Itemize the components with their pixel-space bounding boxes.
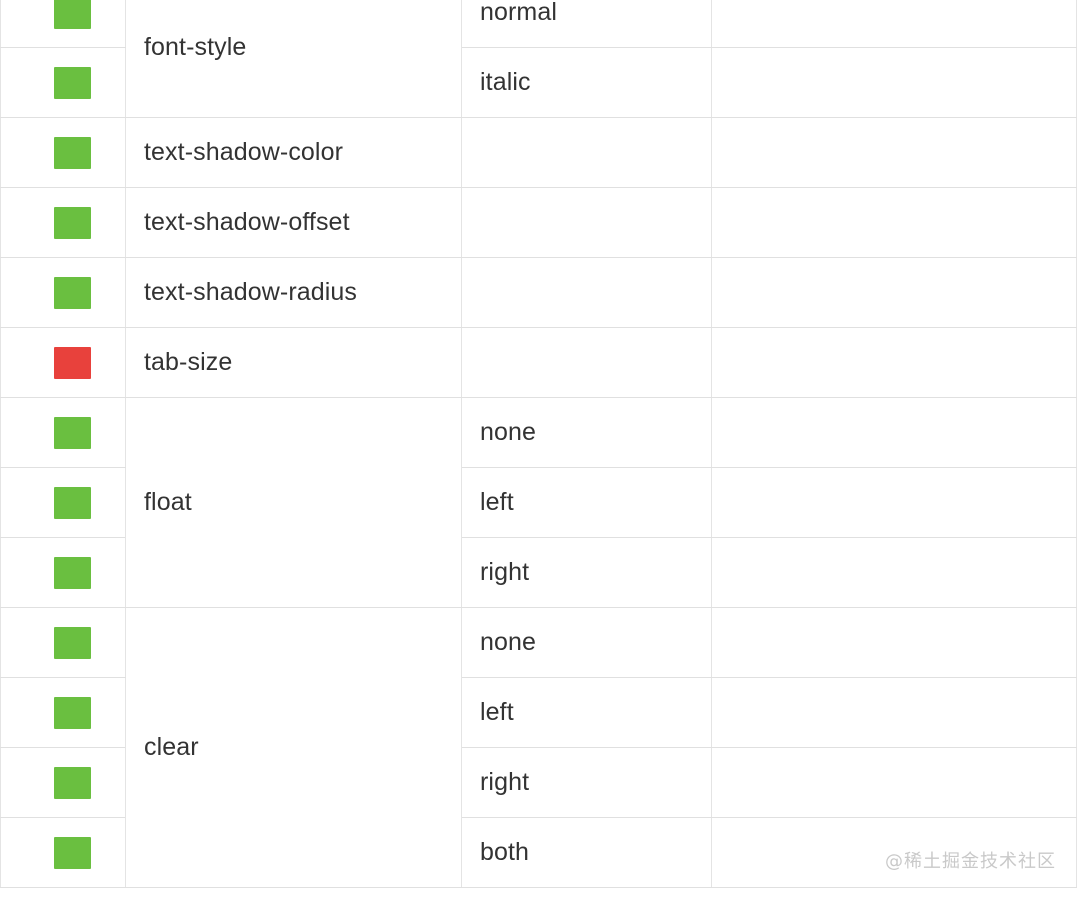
status-square-supported-icon: [53, 766, 91, 799]
table-row: left: [0, 677, 1077, 748]
notes-cell: [711, 817, 1077, 888]
notes-cell: [711, 187, 1077, 258]
property-name-cell: font-style: [125, 0, 462, 118]
property-value-cell: none: [461, 607, 712, 678]
table-row: both: [0, 817, 1077, 888]
notes-cell: [711, 677, 1077, 748]
property-name-cell: text-shadow-color: [125, 117, 462, 188]
status-cell: [0, 747, 126, 818]
notes-cell: [711, 467, 1077, 538]
table-row: tab-size: [0, 327, 1077, 398]
table-row: text-shadow-color: [0, 117, 1077, 188]
property-name-cell: float: [125, 397, 462, 608]
status-cell: [0, 467, 126, 538]
status-cell: [0, 397, 126, 468]
property-value-cell: [461, 257, 712, 328]
notes-cell: [711, 257, 1077, 328]
property-value-cell: [461, 187, 712, 258]
status-cell: [0, 0, 126, 48]
table-row: text-shadow-offset: [0, 187, 1077, 258]
status-square-supported-icon: [53, 206, 91, 239]
status-cell: [0, 677, 126, 748]
table-row: italic: [0, 47, 1077, 118]
status-cell: [0, 607, 126, 678]
notes-cell: [711, 117, 1077, 188]
property-value-cell: left: [461, 677, 712, 748]
table-row: right: [0, 537, 1077, 608]
status-square-supported-icon: [53, 276, 91, 309]
status-cell: [0, 537, 126, 608]
status-cell: [0, 47, 126, 118]
status-square-supported-icon: [53, 136, 91, 169]
property-value-cell: normal: [461, 0, 712, 48]
property-value-cell: right: [461, 747, 712, 818]
status-square-supported-icon: [53, 626, 91, 659]
table-row: left: [0, 467, 1077, 538]
notes-cell: [711, 327, 1077, 398]
notes-cell: [711, 0, 1077, 48]
status-cell: [0, 187, 126, 258]
property-name-cell: tab-size: [125, 327, 462, 398]
property-value-cell: none: [461, 397, 712, 468]
property-value-cell: both: [461, 817, 712, 888]
property-name-cell: text-shadow-offset: [125, 187, 462, 258]
status-square-supported-icon: [53, 416, 91, 449]
property-value-cell: left: [461, 467, 712, 538]
property-value-cell: [461, 117, 712, 188]
property-value-cell: italic: [461, 47, 712, 118]
status-square-not-supported-icon: [53, 346, 91, 379]
status-square-supported-icon: [53, 836, 91, 869]
property-value-cell: [461, 327, 712, 398]
status-cell: [0, 327, 126, 398]
property-name-cell: clear: [125, 607, 462, 888]
notes-cell: [711, 607, 1077, 678]
notes-cell: [711, 47, 1077, 118]
notes-cell: [711, 397, 1077, 468]
status-square-supported-icon: [53, 486, 91, 519]
property-name-cell: text-shadow-radius: [125, 257, 462, 328]
status-square-supported-icon: [53, 66, 91, 99]
property-value-cell: right: [461, 537, 712, 608]
status-cell: [0, 817, 126, 888]
notes-cell: [711, 537, 1077, 608]
table-row: text-shadow-radius: [0, 257, 1077, 328]
status-square-supported-icon: [53, 556, 91, 589]
notes-cell: [711, 747, 1077, 818]
status-cell: [0, 117, 126, 188]
status-cell: [0, 257, 126, 328]
status-square-supported-icon: [53, 696, 91, 729]
status-square-supported-icon: [53, 0, 91, 29]
table-row: right: [0, 747, 1077, 818]
